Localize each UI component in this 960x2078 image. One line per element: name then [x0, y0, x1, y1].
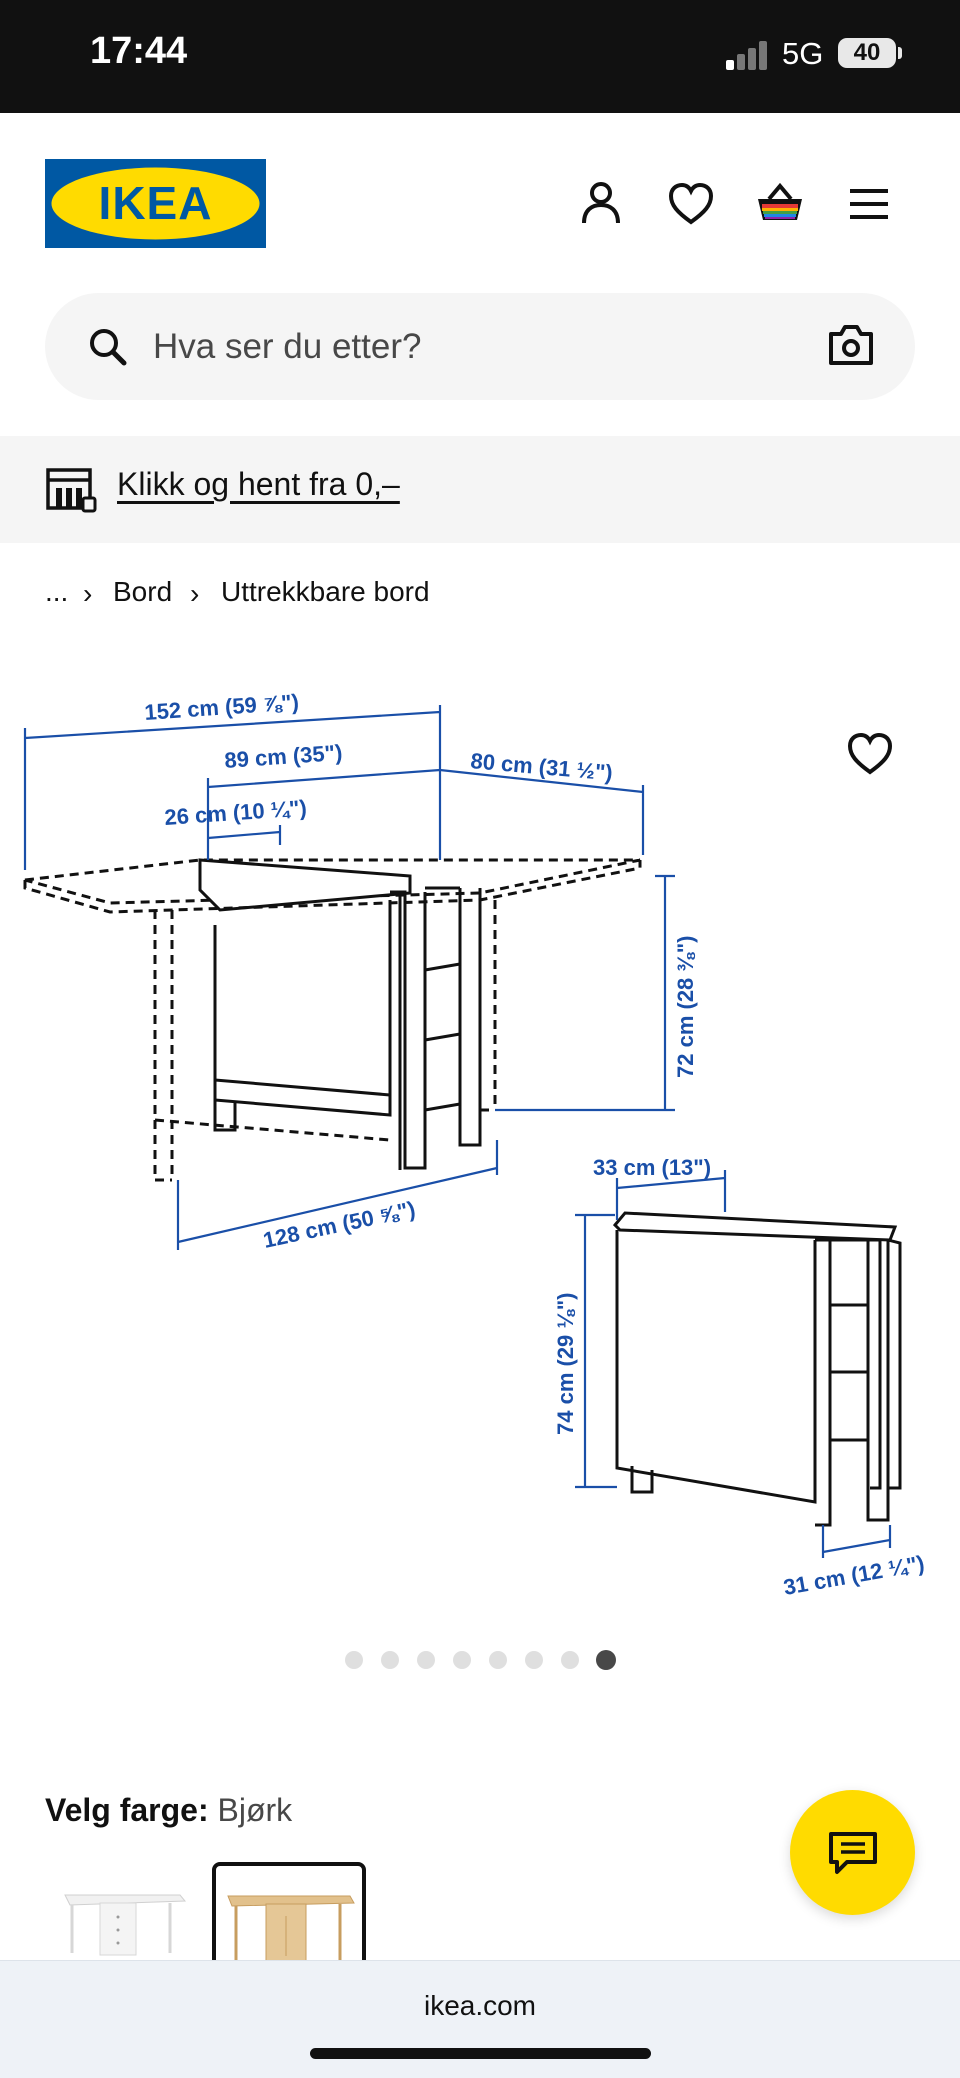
home-indicator[interactable]: [310, 2048, 651, 2059]
promo-bar: [0, 436, 960, 543]
dim-folded-height: 74 cm (29 ⅛"): [553, 1292, 578, 1435]
breadcrumb-ellipsis[interactable]: ...: [45, 576, 69, 607]
dim-folded-width: 33 cm (13"): [593, 1155, 711, 1180]
breadcrumb-uttrekkbare[interactable]: Uttrekkbare bord: [221, 576, 430, 607]
battery-tip: [898, 47, 902, 59]
table-drawing: [23, 858, 642, 1182]
status-time: 17:44: [90, 30, 188, 72]
status-bar: 17:44 5G 40: [0, 0, 960, 113]
network-label: 5G: [782, 36, 824, 71]
color-label-text: Velg farge:: [45, 1792, 209, 1828]
heart-icon[interactable]: [663, 176, 719, 232]
battery-icon: 40: [838, 38, 896, 68]
carousel-dot[interactable]: [489, 1651, 507, 1669]
user-icon[interactable]: [573, 176, 629, 232]
store-icon: [46, 468, 97, 513]
chevron-right-icon: ›: [83, 578, 93, 609]
dim-total-length: 152 cm (59 ⅞"): [144, 689, 300, 725]
dim-middle-length: 89 cm (35"): [224, 740, 344, 773]
chevron-right-icon: ›: [190, 578, 200, 609]
favorite-heart-icon[interactable]: [842, 726, 898, 782]
product-dimension-image[interactable]: 152 cm (59 ⅞") 89 cm (35") 80 cm (31 ½")…: [0, 660, 960, 1620]
carousel-dot[interactable]: [525, 1651, 543, 1669]
dimension-lines: [23, 705, 892, 1558]
breadcrumb-bord[interactable]: Bord: [113, 576, 173, 607]
logo-text: IKEA: [98, 177, 213, 229]
birch-table-image: [227, 1895, 355, 1965]
logo-oval: [51, 167, 260, 240]
carousel-dot[interactable]: [381, 1651, 399, 1669]
menu-icon[interactable]: [841, 176, 897, 232]
ikea-logo[interactable]: IKEA: [45, 159, 266, 248]
dim-folded-depth: 31 cm (12 ¼"): [782, 1551, 927, 1600]
signal-icon: [726, 40, 770, 70]
basket-icon[interactable]: [752, 176, 808, 232]
color-swatch-white[interactable]: [60, 1875, 190, 1960]
color-select-label: Velg farge: Bjørk: [45, 1792, 292, 1829]
chat-icon: [829, 1832, 877, 1874]
click-collect-link[interactable]: Klikk og hent fra 0,–: [117, 466, 400, 502]
browser-url[interactable]: ikea.com: [423, 1990, 537, 2021]
carousel-dot-active[interactable]: [596, 1650, 616, 1670]
dim-center-section: 26 cm (10 ¼"): [164, 795, 308, 830]
search-icon: [90, 329, 127, 366]
folded-drawing: [612, 1211, 902, 1527]
carousel-dot[interactable]: [345, 1651, 363, 1669]
color-value: Bjørk: [217, 1792, 293, 1828]
search-bar[interactable]: [45, 293, 915, 400]
search-input[interactable]: Hva ser du etter?: [153, 327, 422, 366]
chat-button[interactable]: [790, 1790, 915, 1915]
dim-height: 72 cm (28 ⅜"): [673, 935, 698, 1078]
dim-leaf-length: 80 cm (31 ½"): [470, 748, 614, 785]
camera-icon[interactable]: [826, 322, 876, 368]
carousel-dot[interactable]: [561, 1651, 579, 1669]
carousel-dot[interactable]: [453, 1651, 471, 1669]
carousel-dot[interactable]: [417, 1651, 435, 1669]
